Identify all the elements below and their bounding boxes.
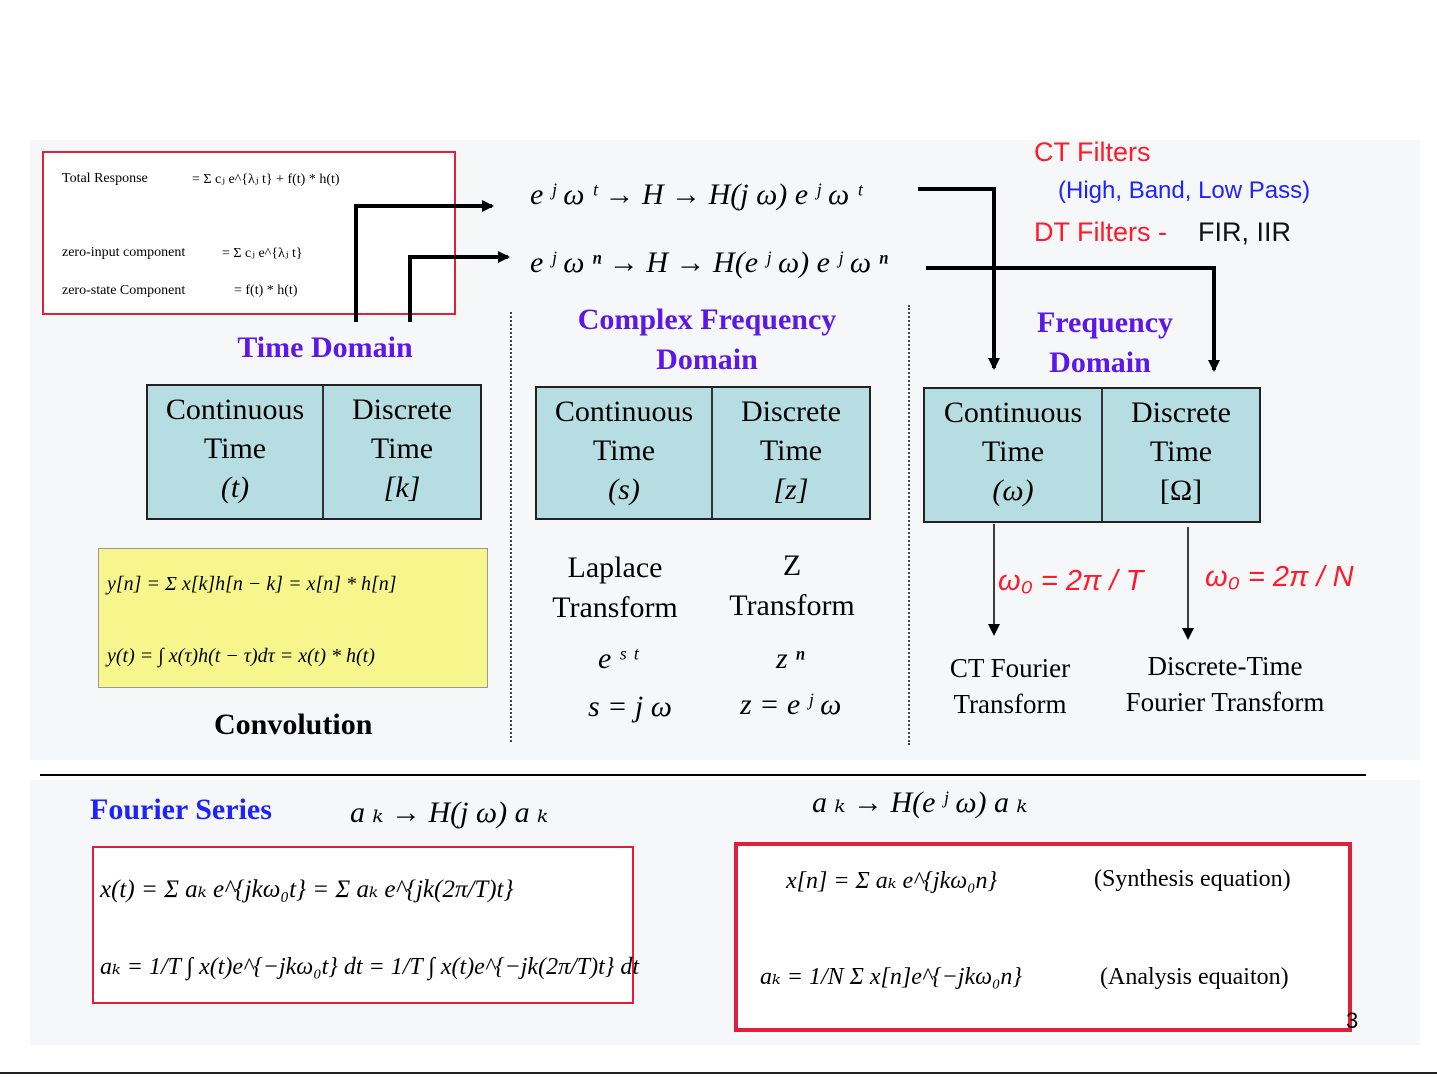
complex-title-line1: Complex Frequency	[577, 303, 837, 336]
zero-input-eq: = Σ cⱼ e^{λⱼ t}	[222, 246, 303, 261]
convolution-label: Convolution	[214, 708, 373, 741]
freq-ct-cell: Continuous Time (ω)	[925, 389, 1101, 521]
laplace-sub: s = j ω	[588, 690, 672, 723]
freq-dt-line2: Time	[1149, 435, 1213, 468]
ctft-line1: CT Fourier	[949, 653, 1071, 683]
complex-dt-line2: Time	[759, 434, 823, 467]
dtft-line1: Discrete-Time	[1147, 651, 1303, 681]
eigen-ct: e ʲ ω ᵗ → H → H(j ω) e ʲ ω ᵗ	[530, 178, 862, 211]
fourier-series-title: Fourier Series	[90, 793, 272, 826]
dtft-line2: Fourier Transform	[1125, 687, 1325, 717]
time-dt-cell: Discrete Time [k]	[324, 386, 480, 518]
freq-dt-line1: Discrete	[1131, 396, 1231, 429]
time-dt-line2: Time	[370, 432, 434, 465]
dt-filter-types: FIR, IIR	[1198, 217, 1291, 247]
laplace-label: Laplace Transform	[530, 548, 700, 628]
laplace-line2: Transform	[552, 591, 678, 624]
dt-filters-label: DT Filters -	[1034, 217, 1167, 247]
time-domain-table: Continuous Time (t) Discrete Time [k]	[146, 384, 482, 520]
time-ct-line2: Time	[203, 432, 267, 465]
dt-fs-synthesis: x[n] = Σ aₖ e^{jkω₀n}	[786, 868, 998, 894]
z-line2: Transform	[729, 589, 855, 622]
complex-title-line2: Domain	[656, 343, 758, 376]
zero-input-label: zero-input component	[62, 245, 186, 260]
complex-dt-var: [z]	[773, 473, 809, 506]
ct-fs-analysis: aₖ = 1/T ∫ x(t)e^{−jkω₀t} dt = 1/T ∫ x(t…	[100, 954, 640, 980]
time-ct-var: (t)	[220, 471, 250, 504]
complex-ct-line2: Time	[592, 434, 656, 467]
convolution-box: y[n] = Σ x[k]h[n − k] = x[n] * h[n] y(t)…	[98, 548, 488, 688]
laplace-kernel: e ˢ ᵗ	[598, 642, 638, 675]
ct-fs-synthesis: x(t) = Σ aₖ e^{jkω₀t} = Σ aₖ e^{jk(2π/T)…	[100, 876, 514, 903]
zero-state-eq: = f(t) * h(t)	[234, 283, 298, 298]
time-dt-var: [k]	[383, 471, 421, 504]
arrow-eigen-dt-to-freq	[926, 266, 1220, 372]
freq-title-line2: Domain	[1049, 346, 1151, 379]
footer-line	[0, 1072, 1437, 1074]
z-label: Z Transform	[712, 546, 872, 626]
time-dt-line1: Discrete	[352, 393, 452, 426]
complex-ct-line1: Continuous	[554, 395, 694, 428]
complex-domain-table: Continuous Time (s) Discrete Time [z]	[535, 386, 871, 520]
arrow-dt-to-eigen	[408, 251, 510, 322]
dtft-label: Discrete-Time Fourier Transform	[1108, 648, 1342, 720]
freq-dt-var: [Ω]	[1159, 474, 1203, 507]
page-number: 3	[1346, 1008, 1359, 1033]
convolution-dt-eq: y[n] = Σ x[k]h[n − k] = x[n] * h[n]	[107, 573, 397, 595]
ct-omega: ω₀ = 2π / T	[998, 565, 1144, 597]
freq-ct-line1: Continuous	[943, 396, 1083, 429]
arrow-eigen-ct-to-freq	[918, 187, 1000, 370]
freq-title-line1: Frequency	[1036, 306, 1174, 339]
dt-omega: ω₀ = 2π / N	[1205, 561, 1354, 593]
laplace-line1: Laplace	[567, 551, 663, 584]
divider-2	[908, 305, 910, 745]
eigen-dt: e ʲ ω ⁿ → H → H(e ʲ ω) e ʲ ω ⁿ	[530, 246, 889, 279]
fourier-ct-io: a ₖ → H(j ω) a ₖ	[350, 796, 549, 829]
total-response-label: Total Response	[62, 171, 148, 186]
ct-filters-label: CT Filters	[1034, 137, 1151, 167]
z-line1: Z	[782, 549, 802, 582]
time-ct-cell: Continuous Time (t)	[148, 386, 322, 518]
complex-ct-var: (s)	[608, 473, 640, 506]
complex-ct-cell: Continuous Time (s)	[537, 388, 711, 518]
freq-domain-table: Continuous Time (ω) Discrete Time [Ω]	[923, 387, 1261, 523]
convolution-ct-eq: y(t) = ∫ x(τ)h(t − τ)dτ = x(t) * h(t)	[107, 645, 375, 667]
complex-dt-cell: Discrete Time [z]	[713, 388, 869, 518]
arrow-ct-to-eigen	[354, 200, 494, 322]
freq-ct-var: (ω)	[992, 474, 1034, 507]
dt-fourier-series-box: x[n] = Σ aₖ e^{jkω₀n} (Synthesis equatio…	[734, 842, 1352, 1032]
response-components-box: Total Response = Σ cⱼ e^{λⱼ t} + f(t) * …	[42, 151, 456, 315]
z-sub: z = e ʲ ω	[740, 688, 842, 721]
dt-fs-analysis: aₖ = 1/N Σ x[n]e^{−jkω₀n}	[760, 964, 1022, 990]
freq-ct-line2: Time	[981, 435, 1045, 468]
zero-state-label: zero-state Component	[62, 283, 186, 298]
z-kernel: z ⁿ	[776, 642, 805, 675]
ct-filter-types: (High, Band, Low Pass)	[1058, 177, 1311, 204]
total-response-eq: = Σ cⱼ e^{λⱼ t} + f(t) * h(t)	[192, 172, 340, 187]
dt-fs-analysis-note: (Analysis equaiton)	[1100, 964, 1289, 990]
divider-1	[510, 312, 512, 742]
time-domain-title: Time Domain	[237, 331, 413, 364]
complex-dt-line1: Discrete	[741, 395, 841, 428]
time-ct-line1: Continuous	[165, 393, 305, 426]
fourier-dt-io: a ₖ → H(e ʲ ω) a ₖ	[812, 786, 1028, 819]
ct-fourier-series-box: x(t) = Σ aₖ e^{jkω₀t} = Σ aₖ e^{jk(2π/T)…	[92, 846, 639, 1004]
dt-fs-synthesis-note: (Synthesis equation)	[1094, 866, 1291, 892]
freq-dt-cell: Discrete Time [Ω]	[1103, 389, 1259, 521]
ctft-label: CT Fourier Transform	[920, 650, 1100, 722]
ctft-line2: Transform	[953, 689, 1067, 719]
